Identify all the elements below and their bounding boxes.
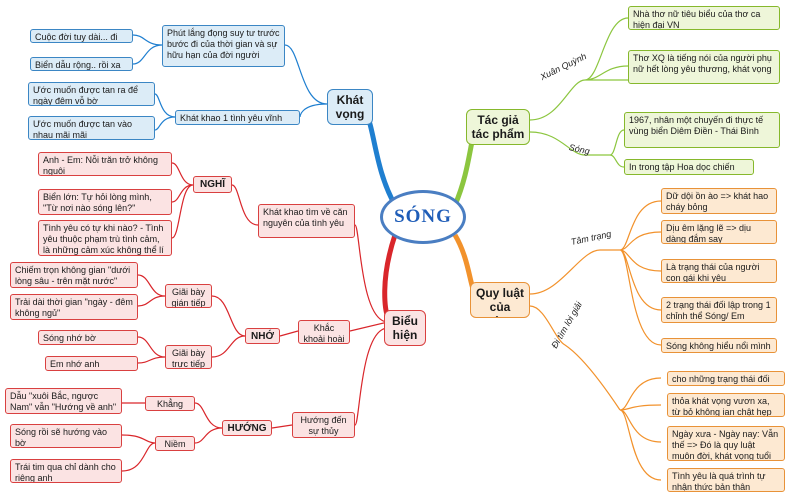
center-node: SÓNG <box>380 190 466 244</box>
kv-sub2-item-1: Ước muốn được tan ra để ngày đêm vỗ bờ <box>28 82 155 106</box>
kv-sub1: Phút lắng đọng suy tư trước bước đi của … <box>162 25 285 67</box>
branch-bieu-hien: Biểu hiện <box>384 310 426 346</box>
tg-edge2-item-1: 1967, nhân một chuyến đi thực tế vùng bi… <box>624 112 780 148</box>
kv-sub1-item-2: Biển dẫu rộng.. rồi xa <box>30 57 133 71</box>
ql-edge2-item-3: Ngày xưa - Ngày nay: Vẫn thế => Đó là qu… <box>667 426 785 461</box>
branch-tac-gia: Tác giả tác phẩm <box>466 109 530 145</box>
kv-sub2-item-2: Ước muốn được tan vào nhau mãi mãi <box>28 116 155 140</box>
ql-edge2-item-4: Tình yêu là quá trình tự nhận thức bản t… <box>667 468 785 492</box>
bh-truc-tiep: Giãi bày trực tiếp <box>165 345 212 369</box>
bh-nghi-item-2: Biển lớn: Tự hỏi lòng mình, "Từ nơi nào … <box>38 189 172 215</box>
bh-nho: NHỚ <box>245 328 280 344</box>
bh-sub3: Hướng đến sự thủy chung <box>292 412 355 438</box>
bh-nghi-item-3: Tình yêu có tự khi nào? - Tình yêu thuộc… <box>38 220 172 256</box>
bh-huong: HƯỚNG <box>222 420 272 436</box>
ql-edge2-item-1: cho những trạng thái đối cực <box>667 371 785 386</box>
bh-gian-tiep: Giãi bày gián tiếp <box>165 284 212 308</box>
link-tg-edge1 <box>529 17 629 121</box>
ql-edge1-item-2: Dịu êm lặng lẽ => dịu dàng đắm say <box>661 220 777 244</box>
bh-niem-tin-item-1: Sóng rồi sẽ hướng vào bờ <box>10 424 122 448</box>
bh-truc-tiep-item-2: Em nhớ anh <box>45 356 138 371</box>
link-kv <box>284 44 328 118</box>
ql-edge2-item-2: thỏa khát vọng vươn xa, từ bỏ không ian … <box>667 393 785 417</box>
link-ql-edge1 <box>529 200 662 346</box>
bh-niem-tin-item-2: Trái tim qua chỉ dành cho riêng anh <box>10 459 122 483</box>
tg-edge2-item-2: In trong tập Hoa dọc chiến hào <box>624 159 754 175</box>
ql-edge1-item-1: Dữ dội ồn ào => khát hao cháy bỏng <box>661 188 777 214</box>
bh-gian-tiep-item-1: Chiếm trọn không gian "dưới lòng sâu - t… <box>10 262 138 288</box>
link-kv-sub1-items <box>132 34 163 65</box>
kv-sub1-item-1: Cuộc đời tuy dài... đi qua <box>30 29 133 43</box>
kv-sub2: Khát khao 1 tình yêu vĩnh cửu <box>175 110 300 125</box>
bh-niem-tin: Niềm tin <box>155 436 195 451</box>
bh-sub2: Khắc khoải hoài mong <box>298 320 350 344</box>
ql-edge1-item-3: Là trạng thái của người con gái khi yêu <box>661 259 777 283</box>
branch-khat-vong: Khát vọng <box>327 89 373 125</box>
link-bh-nghi <box>171 162 259 239</box>
bh-sub1: Khát khao tìm về căn nguyên của tình yêu <box>258 204 355 238</box>
bh-nghi-item-1: Anh - Em: Nỗi trăn trở không nguôi <box>38 152 172 176</box>
link-bh-subs <box>349 224 389 426</box>
link-kv-sub2-items <box>154 93 176 131</box>
link-center-bieu-hien <box>382 234 398 319</box>
branch-quy-luat: Quy luật của sóng <box>470 282 530 318</box>
link-tg-edge2 <box>529 129 625 168</box>
ql-edge1-item-4: 2 trạng thái đối lập trong 1 chỉnh thể S… <box>661 297 777 323</box>
bh-nghi: NGHĨ <box>193 176 232 193</box>
link-ql-edge2 <box>529 305 662 481</box>
bh-gian-tiep-item-2: Trải dài thời gian "ngày - đêm không ngủ… <box>10 294 138 320</box>
ql-edge1-item-5: Sóng không hiểu nổi mình <box>661 338 777 353</box>
tg-edge1-item-2: Thơ XQ là tiếng nói của người phụ nữ hết… <box>628 50 780 84</box>
link-bh-nho <box>137 274 299 364</box>
bh-truc-tiep-item-1: Sóng nhớ bờ <box>38 330 138 345</box>
bh-khang-dinh-item-1: Dẫu "xuôi Bắc, ngược Nam" vẫn "Hướng về … <box>5 388 122 414</box>
tg-edge1-item-1: Nhà thơ nữ tiêu biểu của thơ ca hiện đại… <box>628 6 780 30</box>
link-bh-huong <box>121 402 293 472</box>
bh-khang-dinh: Khẳng định <box>145 396 195 411</box>
